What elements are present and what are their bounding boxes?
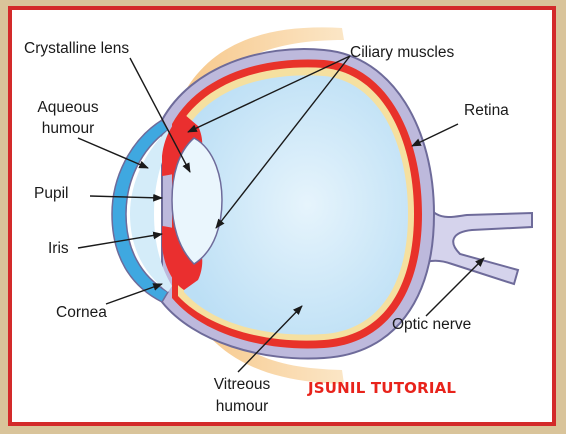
pointer-retina	[411, 123, 459, 147]
eye-diagram	[77, 27, 533, 384]
label-iris: Iris	[48, 240, 69, 257]
pointer-ciliary-upper	[187, 55, 351, 133]
label-retina: Retina	[464, 102, 509, 119]
pointer-vitreous	[237, 305, 303, 373]
pointer-ciliary-lower	[215, 55, 351, 229]
label-optic-nerve: Optic nerve	[392, 316, 472, 333]
label-vitreous-humour-line1: Vitreous	[213, 376, 271, 393]
watermark-text: JSUNIL TUTORIAL	[308, 379, 457, 397]
pointer-aqueous	[77, 137, 149, 169]
label-aqueous-humour-line2: humour	[41, 120, 95, 137]
label-ciliary-muscles: Ciliary muscles	[350, 44, 455, 61]
aqueous-region	[130, 130, 172, 292]
label-pupil: Pupil	[34, 185, 69, 202]
pointer-crystalline-lens	[129, 57, 191, 173]
label-cornea: Cornea	[56, 304, 107, 321]
pointer-cornea	[105, 283, 163, 305]
label-crystalline-lens: Crystalline lens	[24, 40, 130, 57]
pointer-iris	[77, 231, 163, 249]
vitreous-chamber	[184, 75, 408, 335]
label-vitreous-humour-line2: humour	[215, 398, 269, 415]
label-aqueous-humour-line1: Aqueous	[37, 99, 99, 116]
diagram-panel: Crystalline lens Ciliary muscles Aqueous…	[8, 6, 556, 426]
cornea-shape	[111, 118, 170, 303]
pointer-optic-nerve	[425, 257, 485, 317]
pointer-pupil	[89, 193, 163, 202]
